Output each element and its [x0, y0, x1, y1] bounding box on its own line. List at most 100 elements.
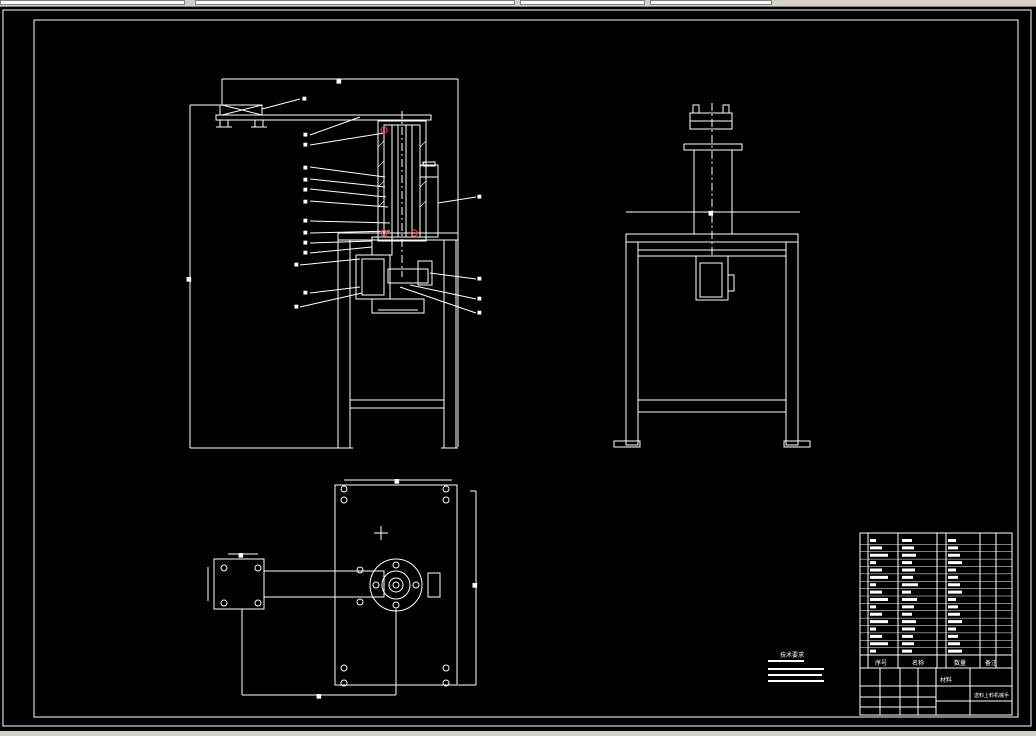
parts-list-entries: [870, 539, 962, 653]
dim-label-width: ■: [336, 78, 342, 85]
parts-list-cell: [948, 627, 956, 631]
leader-label: ■: [303, 218, 308, 224]
dimension-labels: ■ ■ ■ ■ ■ ■ ■: [186, 78, 714, 700]
dim-label-height: ■: [186, 276, 192, 283]
parts-list-cell: [902, 575, 913, 579]
parts-list-rows: [860, 544, 1012, 648]
title-header-label: 名称: [912, 659, 924, 667]
parts-list-cell: [902, 539, 912, 542]
leader-label: ■: [303, 290, 308, 296]
parts-list-cell: [902, 642, 914, 646]
title-header-label: 数量: [954, 659, 966, 667]
parts-list-cell: [870, 620, 888, 624]
parts-list-cell: [902, 546, 914, 550]
toolbar-field-1[interactable]: [0, 0, 185, 5]
parts-list-cell: [870, 546, 882, 550]
parts-list-cell: [948, 642, 960, 646]
leader-labels: ■ ■ ■ ■ ■ ■ ■ ■ ■ ■ ■ ■ ■ ■ ■ ■ ■ ■: [294, 96, 482, 316]
parts-list-cell: [870, 612, 882, 616]
dim-label-right: ■: [472, 582, 478, 589]
parts-list-cell: [948, 568, 956, 572]
cad-toolbar: [0, 0, 1036, 7]
toolbar-field-4[interactable]: [650, 0, 772, 5]
parts-list-cell: [902, 634, 913, 638]
technical-requirements-block: [768, 660, 824, 682]
parts-list-cell: [902, 627, 915, 631]
dim-label-side: ■: [708, 210, 714, 217]
title-header-label: 序号: [875, 659, 887, 667]
red-accent-marks: [380, 126, 418, 237]
leader-label: ■: [294, 262, 299, 268]
parts-list-cell: [870, 605, 876, 609]
leader-label: ■: [294, 304, 299, 310]
outer-border: [2, 9, 1032, 727]
parts-list-cell: [870, 575, 888, 579]
side-view: [613, 103, 811, 448]
parts-list-cell: [902, 649, 912, 653]
leader-label: ■: [303, 230, 308, 236]
cad-drawing-canvas[interactable]: ■ ■ ■ ■ ■ ■ ■ ■ ■ ■ ■ ■ ■ ■ ■ ■ ■ ■ ■ ■ …: [0, 7, 1036, 731]
technical-requirements-heading: 技术要求: [780, 651, 804, 659]
parts-list-cell: [902, 598, 917, 601]
title-block-text: 序号 名称 数量 备注 材料 送料上料机械手: [875, 659, 1009, 699]
leader-label: ■: [303, 132, 308, 138]
leader-label: ■: [303, 142, 308, 148]
leader-label: ■: [303, 240, 308, 246]
parts-list-cell: [870, 627, 876, 631]
parts-list-cell: [948, 605, 958, 609]
parts-list-cell: [902, 605, 914, 609]
dim-label-bottom: ■: [316, 693, 322, 700]
parts-list-cell: [870, 539, 876, 542]
inner-border: [33, 19, 1019, 718]
parts-list-cell: [948, 634, 958, 638]
toolbar-field-3[interactable]: [520, 0, 645, 5]
parts-list-cell: [870, 649, 876, 653]
leader-label: ■: [303, 199, 308, 205]
parts-list-cell: [948, 575, 958, 579]
material-label: 材料: [940, 676, 952, 684]
parts-list-cell: [870, 598, 888, 601]
leader-label: ■: [477, 276, 482, 282]
leader-label: ■: [477, 296, 482, 302]
parts-list-cell: [948, 583, 960, 587]
parts-list-cell: [870, 583, 876, 587]
parts-list-cell: [902, 568, 915, 572]
leader-label: ■: [477, 194, 482, 200]
parts-list-cell: [902, 590, 911, 594]
leader-label: ■: [303, 165, 308, 171]
parts-list-cell: [870, 642, 888, 646]
dim-label-top: ■: [394, 478, 400, 485]
parts-list-cell: [948, 590, 962, 594]
parts-list-cell: [902, 612, 912, 616]
title-header-label: 备注: [985, 659, 997, 667]
parts-list-cell: [902, 561, 912, 565]
dim-label-arm: ■: [238, 552, 244, 559]
parts-list-cell: [948, 539, 956, 542]
status-bar: [0, 731, 1036, 736]
top-view: [207, 479, 477, 696]
front-view: [189, 78, 477, 449]
parts-list-cell: [948, 612, 960, 616]
parts-list-cell: [870, 590, 882, 594]
leader-label: ■: [303, 187, 308, 193]
parts-list-cell: [902, 553, 916, 557]
parts-list-cell: [870, 553, 888, 557]
leader-label: ■: [303, 250, 308, 256]
leader-label: ■: [302, 96, 307, 102]
toolbar-field-2[interactable]: [195, 0, 515, 5]
parts-list-cell: [948, 546, 958, 550]
parts-list-cell: [948, 561, 962, 565]
parts-list-cell: [870, 568, 882, 572]
title-block: [859, 532, 1013, 716]
parts-list-cell: [948, 553, 960, 557]
parts-list-cell: [870, 561, 876, 565]
parts-list-cell: [948, 598, 956, 601]
parts-list-cell: [870, 634, 882, 638]
parts-list-cell: [902, 620, 916, 624]
parts-list-cell: [902, 583, 918, 587]
parts-list-cell: [948, 649, 962, 653]
leader-label: ■: [303, 177, 308, 183]
drawing-title: 送料上料机械手: [974, 692, 1009, 699]
parts-list-cell: [948, 620, 962, 624]
leader-label: ■: [477, 310, 482, 316]
